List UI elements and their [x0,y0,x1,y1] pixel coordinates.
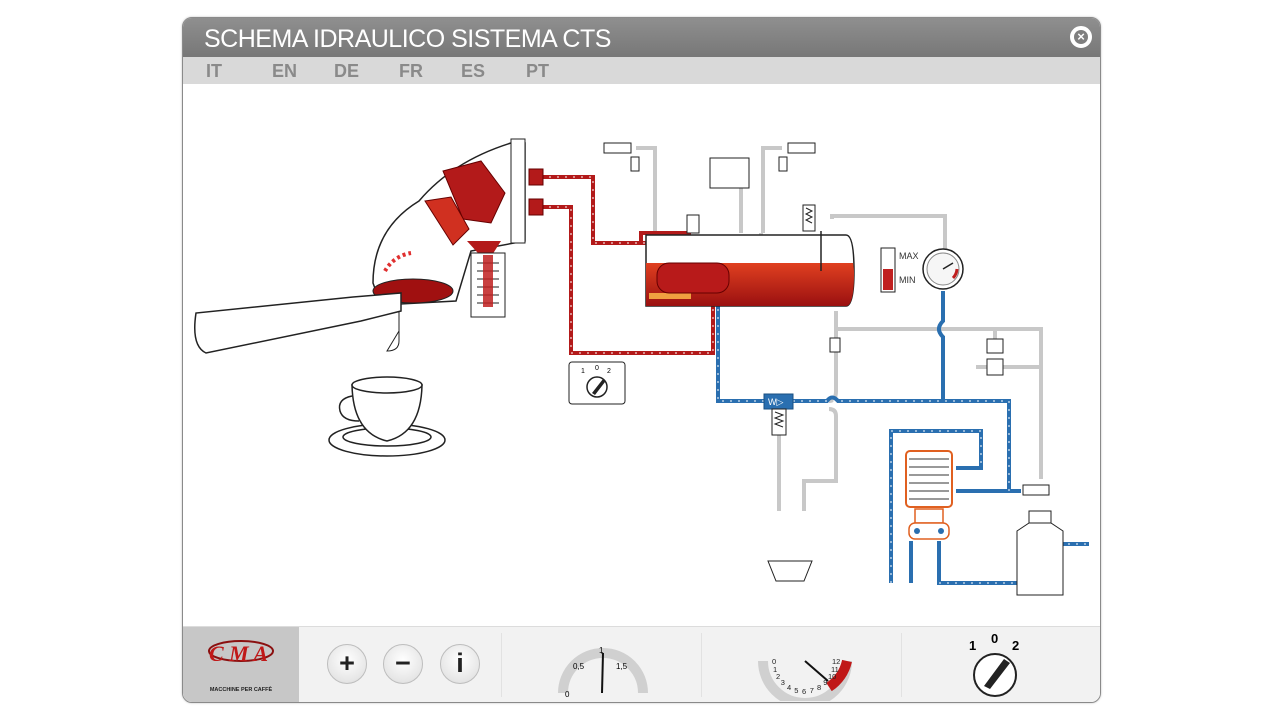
pump-gauge-label: 6 [802,687,806,696]
hydraulic-diagram: MAX MIN 1 0 2 W▷ [194,138,1089,596]
svg-text:0: 0 [595,365,599,372]
pump-pressure-needle [804,660,829,682]
power-selector[interactable]: 1 0 2 [958,629,1038,701]
svg-text:2: 2 [607,368,611,375]
pressure-switch [986,338,1004,376]
pump-gauge-label: 1 [773,665,777,674]
toolbar-divider [701,633,702,697]
cma-logo-icon: C M A MACCHINE PER CAFFÈ [208,640,274,693]
steam-taps [603,142,816,172]
level-indicator: MAX MIN [880,247,919,293]
toolbar-divider [901,633,902,697]
pump-gauge-label: 7 [810,686,814,695]
pump-gauge-label: 10 [828,672,836,681]
window-title: SCHEMA IDRAULICO SISTEMA CTS [204,25,611,53]
pressure-label-1: 1 [599,646,604,655]
check-valve [829,337,841,353]
pressure-label-05: 0,5 [573,662,585,671]
language-bar: IT EN DE FR ES PT [183,57,1100,84]
portafilter-handle [194,292,402,354]
group-head [372,138,544,318]
selector-label-1: 1 [969,638,976,653]
pressostat-box [709,157,750,189]
manometer-gauge [922,248,964,290]
info-button[interactable]: i [440,644,480,684]
lang-pt[interactable]: PT [526,61,550,81]
lang-de[interactable]: DE [334,61,360,81]
drip-tray [767,560,813,582]
selector-label-0: 0 [991,631,998,646]
svg-text:W▷: W▷ [768,397,783,407]
cma-logo: C M A MACCHINE PER CAFFÈ [183,627,299,702]
zoom-in-button[interactable]: + [327,644,367,684]
pump-gauge-label: 8 [817,683,821,692]
logo-caption: MACCHINE PER CAFFÈ [210,685,273,693]
pressure-needle [601,652,604,694]
lang-it[interactable]: IT [206,61,222,81]
lang-fr[interactable]: FR [399,61,423,81]
pressure-gauge: 0 0,5 1 1,5 [558,646,648,699]
close-button[interactable]: × [1070,26,1092,48]
portafilter-spout [386,311,400,352]
title-bar: SCHEMA IDRAULICO SISTEMA CTS × [183,18,1100,57]
logo-text: C M A [209,641,268,666]
hot-flow-dots [541,176,714,354]
selector-switch: 1 0 2 [568,361,626,405]
bottom-toolbar: C M A MACCHINE PER CAFFÈ + − i 0 0,5 1 1… [183,626,1100,702]
selector-label-2: 2 [1012,638,1019,653]
selector-knob-icon [984,659,1010,689]
pump [905,450,953,540]
level-min-label: MIN [899,275,916,285]
water-tank [1016,484,1064,596]
schema-window: SCHEMA IDRAULICO SISTEMA CTS × IT EN DE … [182,17,1101,703]
pressure-label-0: 0 [565,690,570,699]
pump-gauge-label: 12 [832,657,840,666]
coffee-cup [328,376,446,457]
toolbar-divider [501,633,502,697]
close-icon: × [1074,30,1088,44]
zoom-out-button[interactable]: − [383,644,423,684]
pump-gauge-label: 9 [823,678,827,687]
pump-gauge-label: 3 [781,678,785,687]
pressure-label-15: 1,5 [616,662,628,671]
pump-gauge-label: 4 [787,683,791,692]
solenoid-valve: W▷ [763,393,794,436]
lang-es[interactable]: ES [461,61,486,81]
pump-gauge-label: 5 [794,686,798,695]
pump-gauge-label: 2 [776,672,780,681]
lang-en[interactable]: EN [272,61,298,81]
pump-gauge-label: 11 [831,665,839,674]
svg-text:1: 1 [581,368,585,375]
boiler [645,204,855,307]
level-max-label: MAX [899,251,919,261]
pump-gauge-label: 0 [772,657,776,666]
